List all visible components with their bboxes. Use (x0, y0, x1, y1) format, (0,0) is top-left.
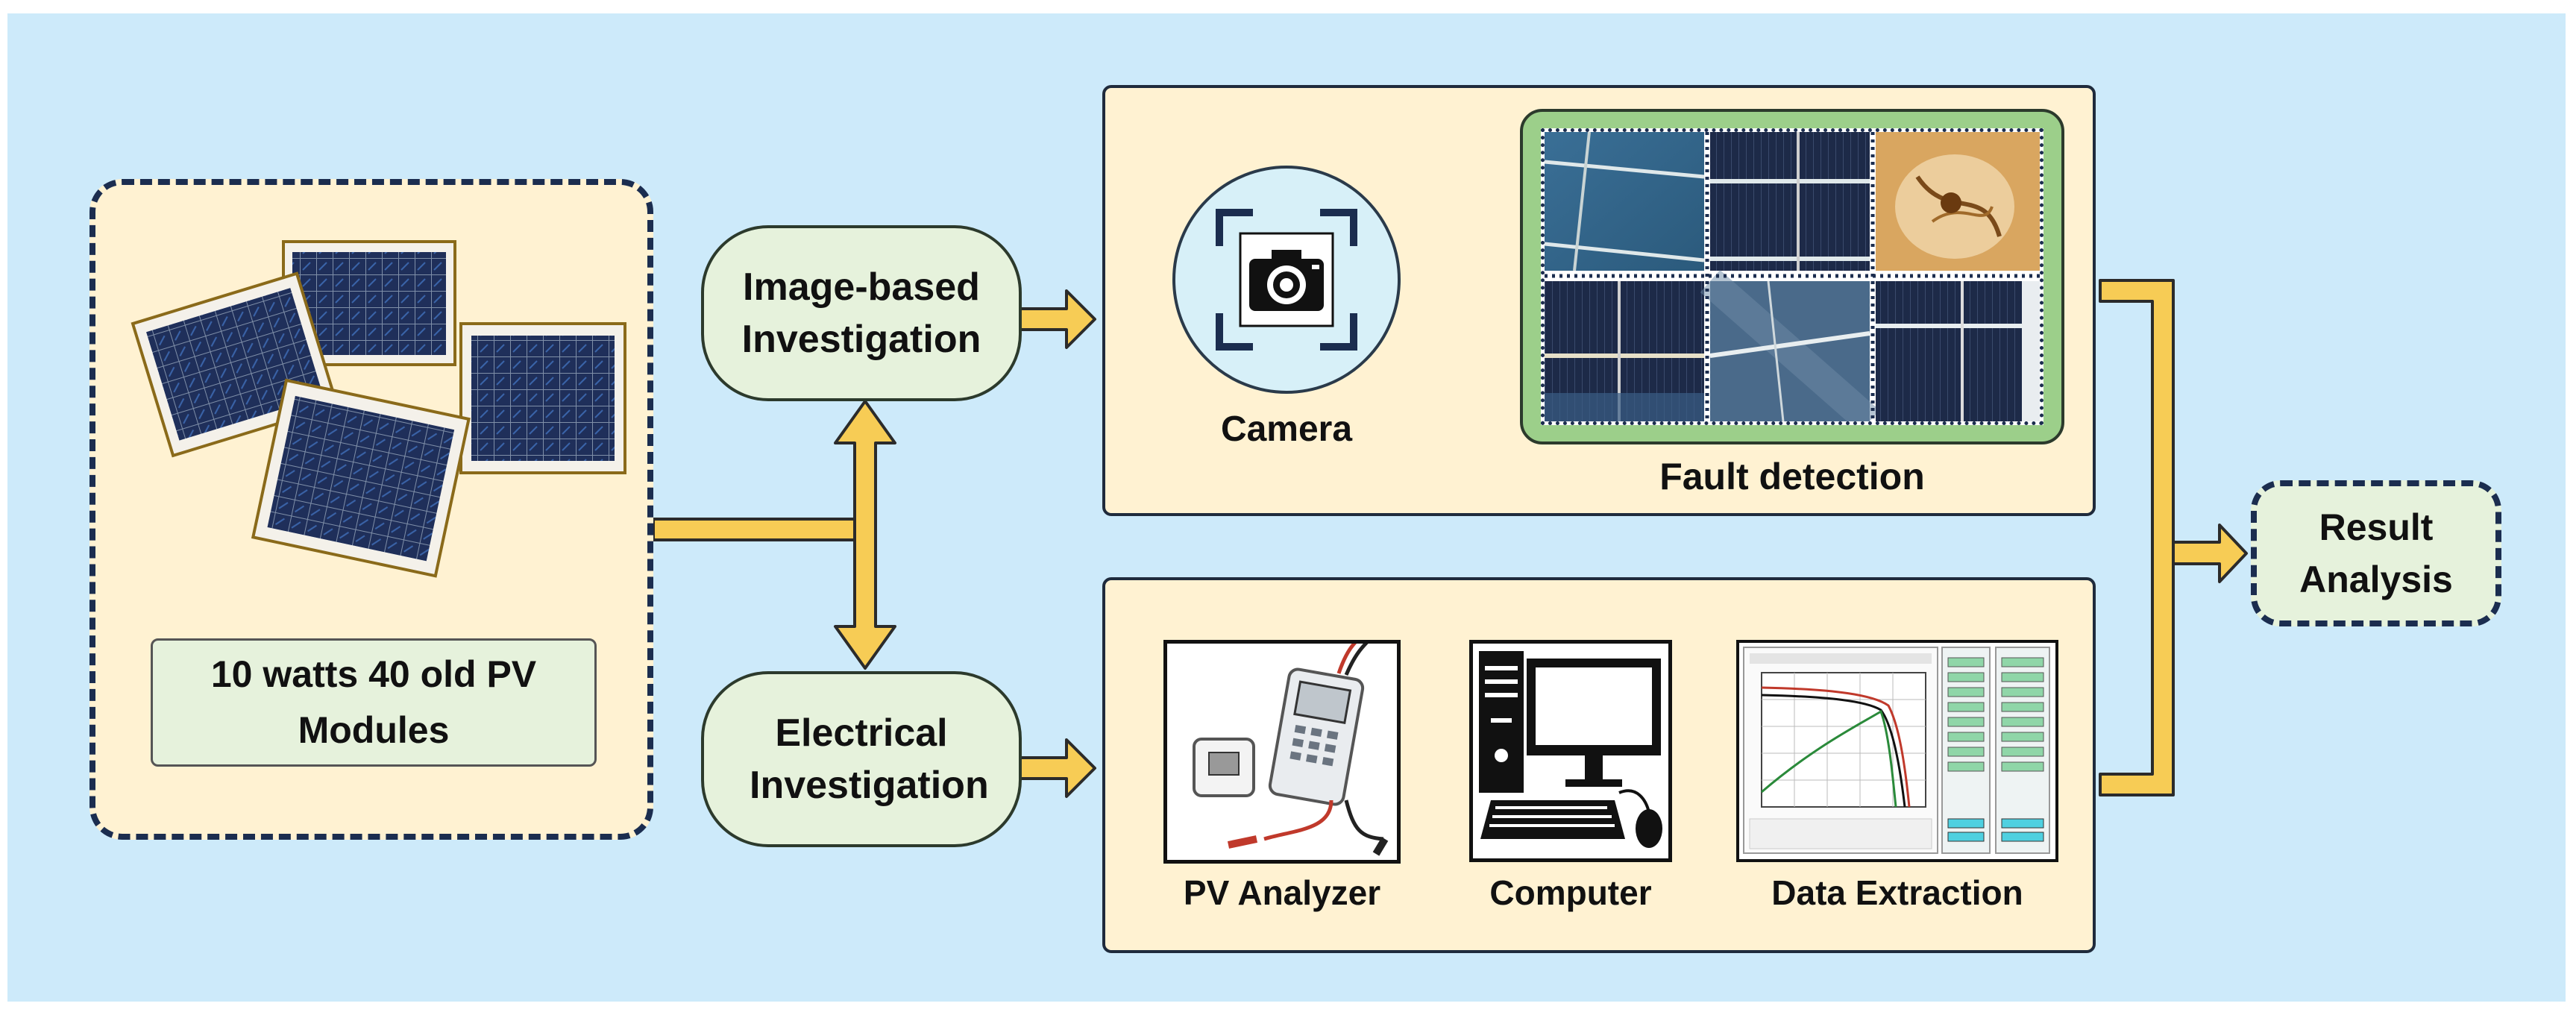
result-arrow (2172, 524, 2248, 583)
computer-label: Computer (1489, 873, 1652, 912)
fault-image-6 (1876, 281, 2040, 421)
fault-image-3 (1876, 132, 2040, 271)
fault-image-2 (1710, 132, 1870, 271)
image-based-box: Camera (1102, 85, 2096, 516)
camera-icon (1216, 209, 1357, 351)
fault-image-1 (1545, 132, 1705, 271)
electrical-box: PV Analyzer (1102, 577, 2096, 953)
fault-image-5 (1700, 269, 1880, 421)
data-extraction-panel (1736, 640, 2058, 862)
pv-analyzer-label: PV Analyzer (1183, 873, 1381, 912)
pv-analyzer-icon (1193, 644, 1389, 856)
modules-label-box: 10 watts 40 old PV Modules (151, 638, 597, 767)
image-based-investigation-node: Image-based Investigation (701, 225, 1022, 401)
camera-circle (1172, 166, 1401, 394)
pv-analyzer-panel (1163, 640, 1401, 864)
fault-image-4 (1545, 281, 1704, 421)
result-bracket (2099, 279, 2175, 796)
result-analysis-label: Result Analysis (2299, 506, 2453, 600)
fault-image-grid (1541, 128, 2043, 425)
image-based-investigation-label: Image-based Investigation (741, 265, 981, 361)
result-analysis-node: Result Analysis (2251, 480, 2501, 626)
electrical-investigation-label: Electrical Investigation (750, 711, 989, 807)
computer-panel (1469, 640, 1672, 862)
fault-images (1545, 132, 2040, 421)
electrical-arrow (1017, 738, 1096, 798)
connector-arrows (652, 279, 2248, 798)
data-extraction-label: Data Extraction (1771, 873, 2023, 912)
diagram-canvas: 10 watts 40 old PV Modules Image-based I… (7, 13, 2566, 1002)
modules-label: 10 watts 40 old PV Modules (210, 653, 537, 751)
fault-detection-label: Fault detection (1659, 456, 1925, 497)
investigation-double-arrow (834, 400, 896, 670)
solar-panel-icon (131, 240, 626, 578)
electrical-investigation-node: Electrical Investigation (701, 671, 1022, 847)
image-arrow (1017, 289, 1096, 349)
camera-label: Camera (1220, 409, 1353, 449)
computer-icon (1479, 651, 1662, 848)
pv-modules-box: 10 watts 40 old PV Modules (89, 179, 653, 840)
fault-detection-frame (1520, 109, 2064, 444)
modules-connector (652, 518, 856, 541)
iv-curve-screen-icon (1743, 647, 2050, 854)
